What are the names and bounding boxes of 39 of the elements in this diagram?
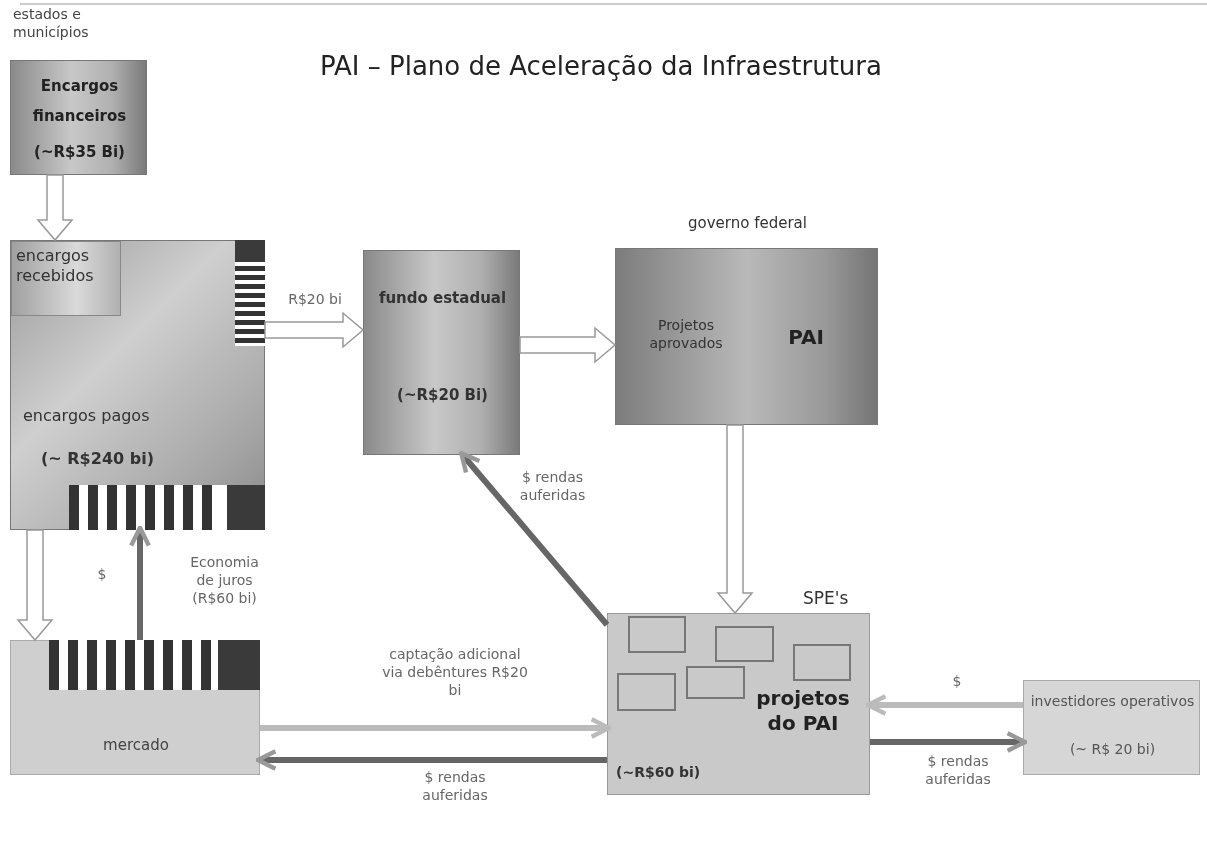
hollow-arrow bbox=[519, 326, 617, 364]
arrow bbox=[870, 731, 1028, 753]
diagram-title: PAI – Plano de Aceleração da Infraestrutura bbox=[320, 50, 882, 83]
arrow bbox=[459, 451, 610, 627]
box-text: fundo estadual bbox=[377, 289, 508, 308]
box-text: encargos recebidos bbox=[16, 246, 95, 286]
box-text: (~ R$240 bi) bbox=[41, 449, 155, 469]
heading-text: governo federal bbox=[687, 214, 808, 233]
arrow bbox=[260, 717, 612, 739]
box-text: encargos pagos bbox=[23, 406, 151, 426]
process-box bbox=[363, 250, 520, 455]
process-box bbox=[10, 640, 260, 775]
box-text: investidores operativos bbox=[1029, 693, 1196, 711]
box-text: Projetos aprovados bbox=[648, 317, 724, 352]
box-text: projetos do PAI bbox=[755, 686, 851, 736]
small-box bbox=[715, 626, 774, 662]
box-text: (~ R$ 20 bi) bbox=[1068, 741, 1157, 759]
hollow-arrow bbox=[716, 424, 754, 615]
box-text: PAI bbox=[787, 325, 825, 350]
hollow-arrow bbox=[36, 174, 74, 242]
arrow bbox=[129, 525, 151, 640]
heading-text: SPE's bbox=[803, 588, 850, 610]
process-box bbox=[1023, 680, 1200, 775]
box-text: mercado bbox=[102, 736, 170, 755]
small-box bbox=[793, 644, 851, 681]
heading-text: estados e municípios bbox=[13, 6, 90, 41]
small-box bbox=[686, 666, 745, 699]
box-text: (~R$20 Bi) bbox=[396, 386, 489, 405]
arrow bbox=[255, 749, 607, 771]
hollow-arrow bbox=[16, 529, 54, 642]
box-text: Encargos financeiros bbox=[31, 76, 128, 127]
process-box bbox=[11, 241, 121, 316]
small-box bbox=[628, 616, 686, 653]
box-text: (~R$35 Bi) bbox=[33, 143, 126, 162]
hollow-arrow bbox=[264, 311, 365, 349]
process-box bbox=[10, 240, 265, 530]
arrow bbox=[865, 694, 1023, 716]
small-box bbox=[617, 673, 676, 711]
box-text: (~R$60 bi) bbox=[616, 764, 702, 782]
